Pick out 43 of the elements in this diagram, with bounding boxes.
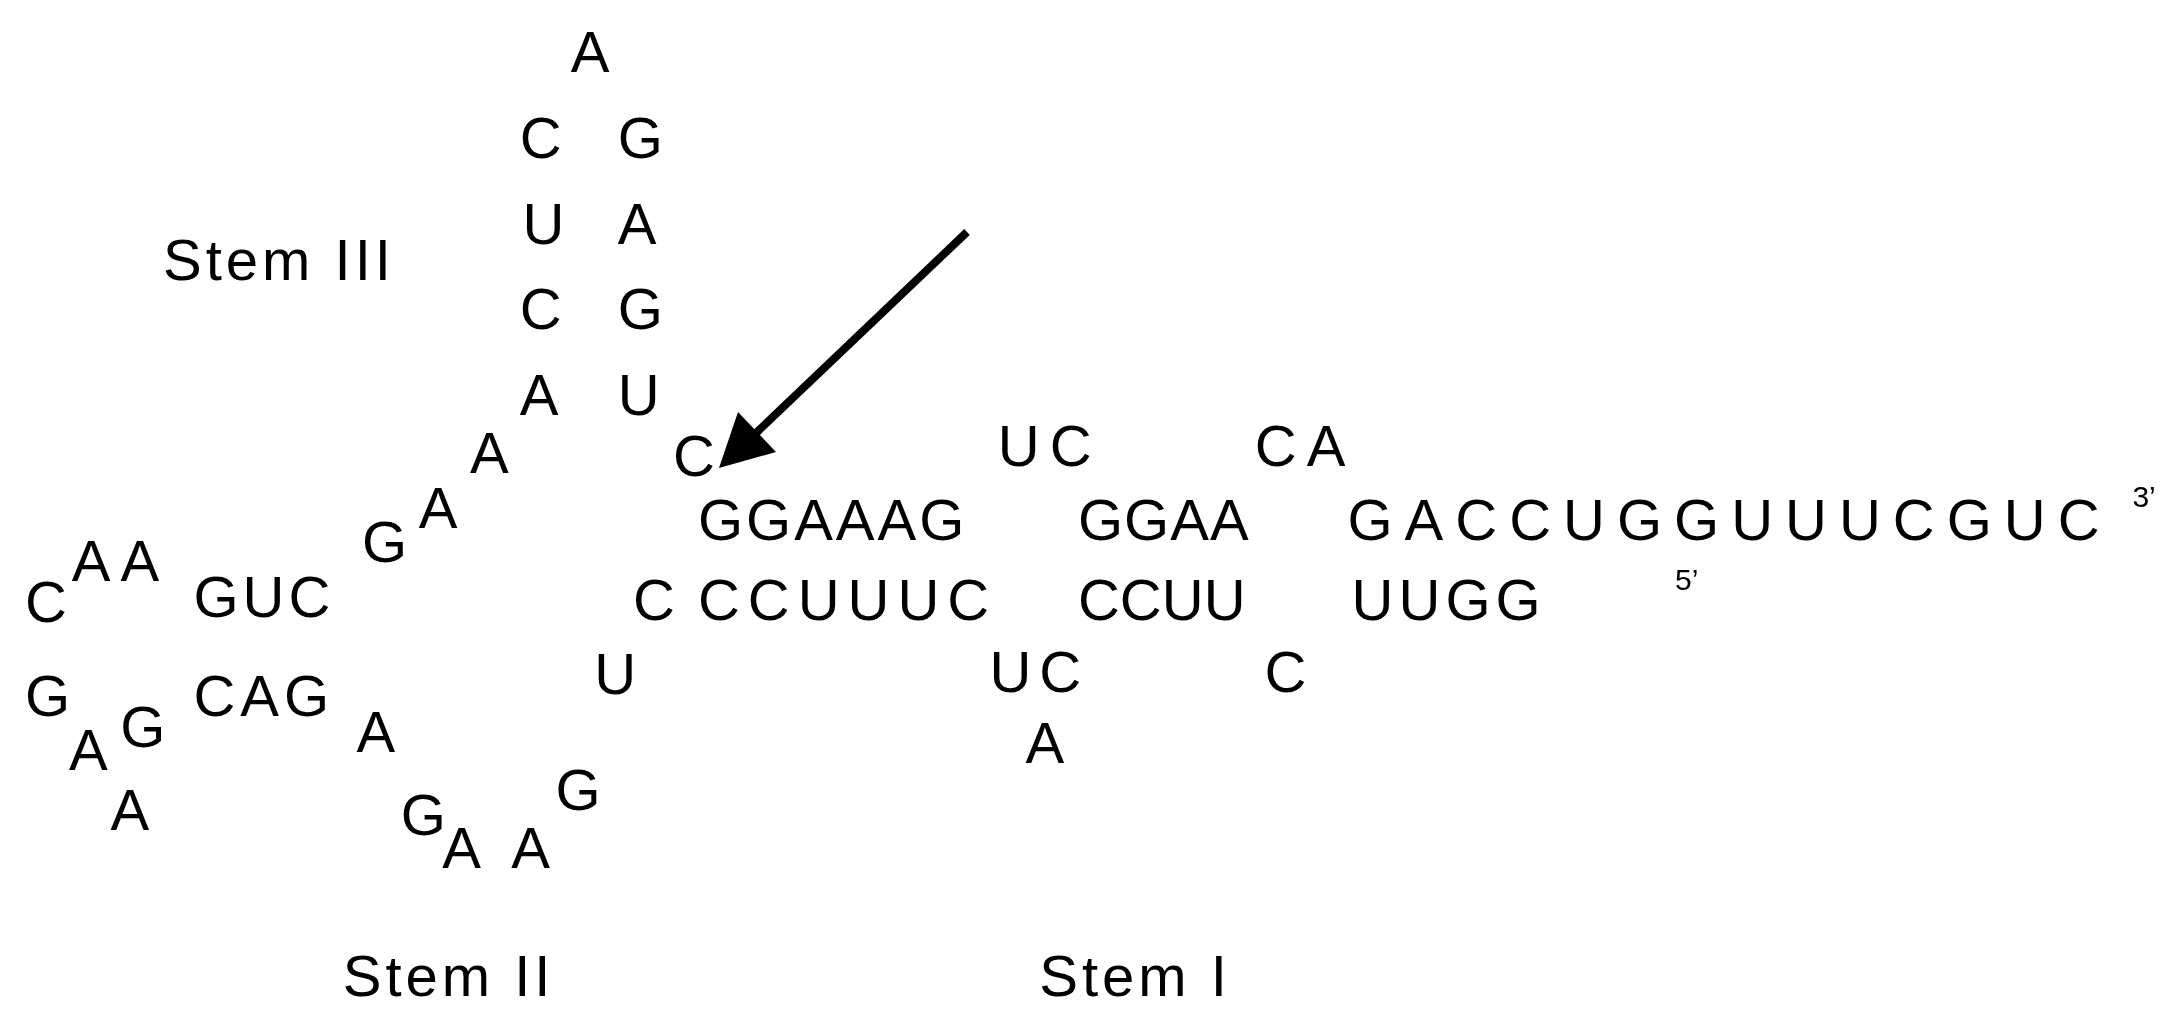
nucleotide-sequence: A (617, 194, 657, 253)
nucleotide-sequence: UC (997, 417, 1102, 476)
end-label: 5’ (1675, 565, 1699, 596)
nucleotide-sequence: U (989, 642, 1032, 701)
nucleotide-sequence: G (24, 667, 70, 726)
nucleotide-sequence: A (69, 721, 108, 780)
stem-label: Stem I (1039, 946, 1231, 1005)
nucleotide-sequence: C (673, 426, 715, 485)
nucleotide-sequence: CCUU (1077, 570, 1246, 629)
nucleotide-sequence: G (617, 109, 663, 168)
nucleotide-sequence: CAG (193, 667, 335, 726)
nucleotide-sequence: A (570, 23, 610, 82)
nucleotide-sequence: A (110, 780, 150, 839)
nucleotide-sequence: C (24, 573, 67, 632)
nucleotide-sequence: A (1025, 714, 1065, 773)
nucleotide-sequence: C (632, 570, 675, 629)
nucleotide-sequence: CA (1254, 417, 1356, 476)
nucleotide-sequence: GGAA (1077, 490, 1250, 549)
nucleotide-sequence: C (519, 280, 562, 339)
nucleotide-sequence: G (617, 280, 663, 339)
nucleotide-sequence: A (519, 366, 559, 425)
nucleotide-sequence: CCUUUC (697, 570, 998, 629)
nucleotide-sequence: A (356, 703, 396, 762)
nucleotide-sequence: UUGG (1351, 570, 1546, 629)
stem-label: Stem II (342, 946, 555, 1005)
nucleotide-sequence: U (617, 366, 660, 425)
nucleotide-sequence: C (519, 109, 562, 168)
nucleotide-sequence: GUC (193, 567, 335, 626)
end-label: 3’ (2132, 482, 2156, 513)
nucleotide-sequence: C (1264, 642, 1307, 701)
nucleotide-sequence: GACCUGGUUUCGUC (1347, 490, 2112, 549)
nucleotide-sequence: G (362, 512, 408, 571)
nucleotide-sequence: GGAAAG (697, 490, 968, 549)
nucleotide-sequence: C (1039, 642, 1082, 701)
stem-label: Stem III (163, 230, 395, 289)
nucleotide-sequence: A (418, 479, 458, 538)
nucleotide-sequence: G (120, 697, 166, 756)
nucleotide-sequence: A (511, 819, 551, 878)
nucleotide-sequence: U (522, 194, 565, 253)
nucleotide-sequence: U (594, 645, 637, 704)
nucleotide-sequence: A (469, 424, 509, 483)
nucleotide-sequence: G (555, 761, 601, 820)
nucleotide-sequence: AA (71, 532, 170, 590)
